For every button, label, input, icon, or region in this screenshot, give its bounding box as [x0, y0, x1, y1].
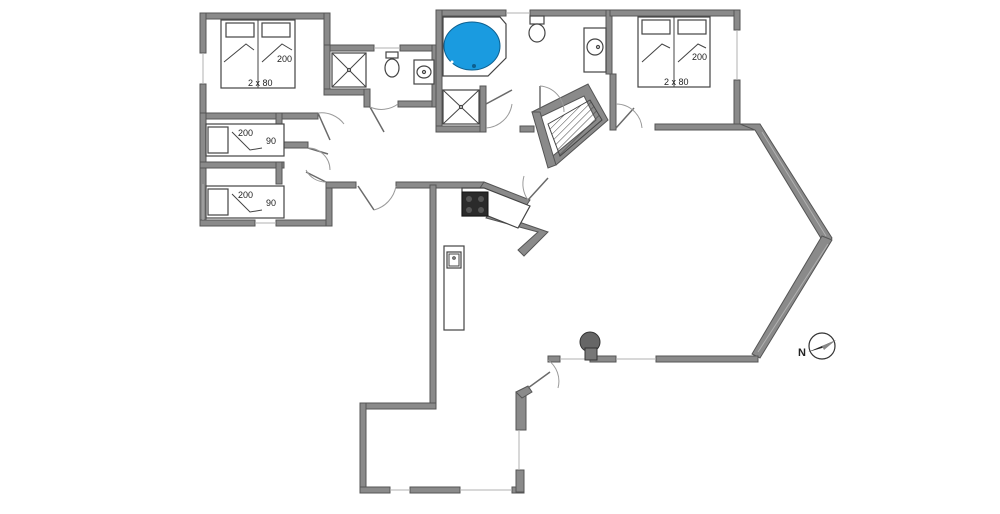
double-bed-right: 200 2 x 80: [637, 16, 711, 88]
windows: [202, 12, 829, 491]
stove-icon: [461, 191, 489, 217]
door-stairs: [539, 85, 565, 113]
north-label: N: [798, 347, 806, 359]
compass: N: [798, 332, 836, 360]
single-bed-lower: 200 90: [205, 185, 285, 219]
door-bath: [485, 89, 513, 129]
door-bedroom4: [615, 103, 643, 129]
single-bed-upper: 200 90: [205, 123, 285, 157]
corner-bathtub: [442, 16, 507, 77]
door-wc: [369, 103, 399, 133]
kitchen-sink-icon: [446, 251, 462, 269]
toilet-small: [384, 51, 400, 78]
bed-width-label: 90: [266, 136, 276, 146]
bed-size-label: 2 x 80: [248, 78, 273, 88]
door-corridor: [357, 185, 397, 211]
sink-small: [413, 59, 435, 85]
sink-bath: [583, 27, 607, 73]
double-bed-left: 200 2 x 80: [220, 19, 296, 89]
wood-stove-icon: [579, 331, 601, 361]
shower-tray-small: [331, 52, 367, 88]
bed-length-label: 200: [277, 54, 292, 64]
bed-size-label: 2 x 80: [664, 77, 689, 87]
door-kitchen: [522, 175, 549, 201]
toilet-bath: [528, 15, 546, 43]
bed-length-label: 200: [238, 128, 253, 138]
bed-width-label: 90: [266, 198, 276, 208]
bed-length-label: 200: [692, 52, 707, 62]
door-bedroom2: [307, 147, 331, 171]
door-bedroom3: [305, 169, 327, 183]
door-entrance: [527, 359, 560, 389]
shower-tray-bath: [442, 89, 480, 125]
staircase: [547, 99, 603, 157]
doors: [305, 85, 643, 389]
door-bedroom1: [317, 112, 345, 141]
bed-length-label: 200: [238, 190, 253, 200]
